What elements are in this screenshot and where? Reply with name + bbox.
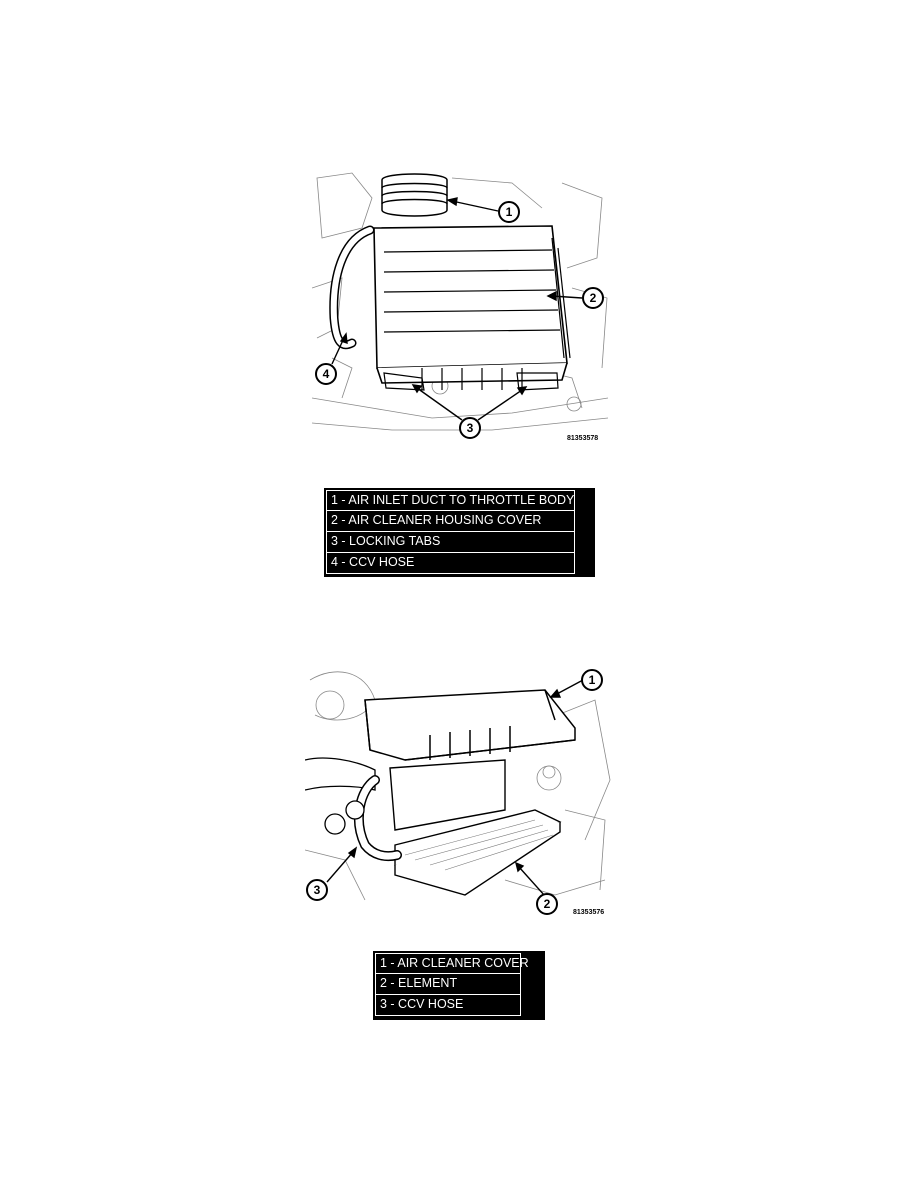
legend-item: 4 - CCV HOSE [326,553,575,574]
legend-item: 2 - AIR CLEANER HOUSING COVER [326,511,575,532]
callout-number: 2 [544,897,551,911]
callout-circle [315,363,337,385]
callout-circle [582,287,604,309]
callout-number: 2 [590,291,597,305]
callout-circle [581,669,603,691]
callout-number: 1 [506,205,513,219]
callout-number: 4 [323,367,330,381]
legend-item: 2 - ELEMENT [375,974,521,995]
callout-circle [459,417,481,439]
figure-id: 81353578 [567,435,598,442]
figure-2-illustration: 1 2 3 81353576 [305,660,611,916]
figure-id: 81353576 [573,909,604,916]
figure-1-legend: 1 - AIR INLET DUCT TO THROTTLE BODY 2 - … [324,488,595,577]
air-cleaner-housing-drawing: 1 2 3 4 81353578 [312,172,608,442]
callout-number: 3 [467,421,474,435]
callout-circle [536,893,558,915]
callout-circle [306,879,328,901]
legend-item: 3 - CCV HOSE [375,995,521,1016]
figure-2-legend: 1 - AIR CLEANER COVER 2 - ELEMENT 3 - CC… [373,951,545,1020]
callout-circle [498,201,520,223]
legend-item: 3 - LOCKING TABS [326,532,575,553]
figure-1-illustration: 1 2 3 4 81353578 [312,168,608,454]
legend-item: 1 - AIR INLET DUCT TO THROTTLE BODY [326,490,575,511]
legend-item: 1 - AIR CLEANER COVER [375,953,529,974]
air-cleaner-element-drawing: 1 2 3 81353576 [305,669,611,916]
callout-number: 1 [589,673,596,687]
callout-number: 3 [314,883,321,897]
